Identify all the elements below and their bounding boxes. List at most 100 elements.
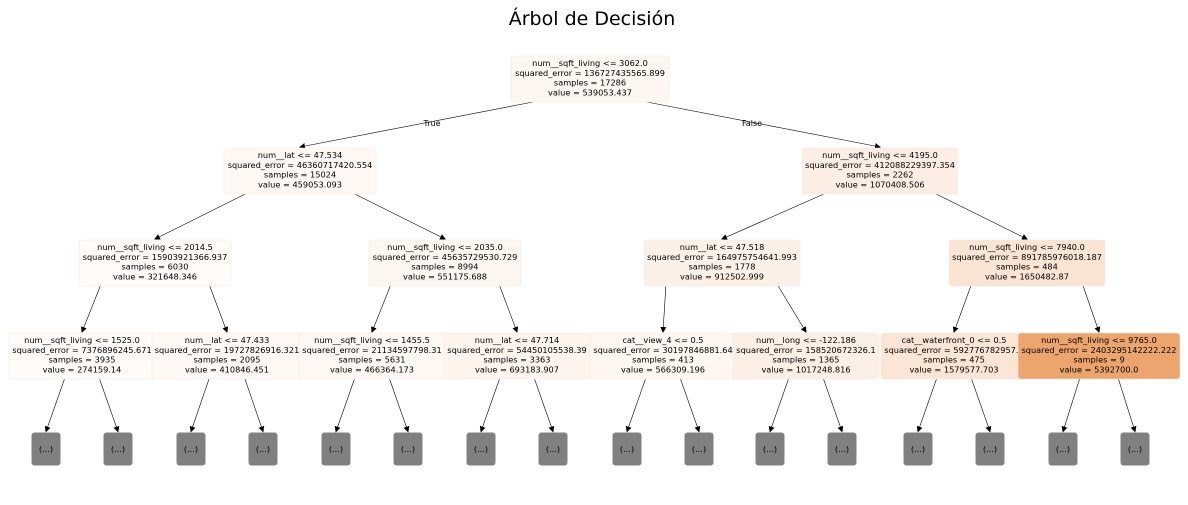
edge-n8-truncated (244, 378, 265, 433)
edge-n13-truncated (916, 378, 937, 433)
truncated-subtree-box (538, 432, 568, 466)
node-value: value = 566309.196 (621, 364, 705, 374)
sample-count: samples = 2095 (194, 355, 261, 365)
truncated-subtree: (...) (538, 432, 568, 466)
sample-count: samples = 1365 (773, 355, 840, 365)
squared-error: squared_error = 15903921366.937 (83, 252, 228, 262)
truncated-subtree-label: (...) (763, 444, 777, 454)
node-value: value = 539053.437 (548, 87, 632, 97)
edges-layer: True False (44, 101, 1137, 433)
squared-error: squared_error = 412088229397.354 (805, 160, 955, 170)
node-value: value = 321648.346 (113, 271, 197, 281)
edge-n7-truncated (99, 378, 120, 433)
split-condition: num__lat <= 47.433 (185, 335, 270, 345)
truncated-subtree: (...) (827, 432, 857, 466)
node-value: value = 459053.093 (258, 179, 342, 189)
truncated-subtree: (...) (176, 432, 206, 466)
truncated-subtree-box (612, 432, 642, 466)
node-value: value = 1070408.506 (835, 179, 924, 189)
truncated-subtree-label: (...) (329, 444, 343, 454)
truncated-subtree: (...) (1048, 432, 1078, 466)
truncated-subtree: (...) (684, 432, 714, 466)
sample-count: samples = 3935 (49, 355, 116, 365)
truncated-subtree-box (684, 432, 714, 466)
truncated-subtree-box (321, 432, 351, 466)
truncated-subtree-box (103, 432, 133, 466)
truncated-subtree: (...) (1120, 432, 1150, 466)
truncated-subtree-box (466, 432, 496, 466)
truncated-subtree-label: (...) (184, 444, 198, 454)
truncated-subtree-label: (...) (1056, 444, 1070, 454)
edge-label-true: True (423, 119, 441, 128)
edge-n5-n12 (777, 285, 807, 333)
edge-n1-n4 (354, 193, 446, 240)
sample-count: samples = 9 (1073, 355, 1124, 365)
squared-error: squared_error = 45635729530.729 (373, 252, 518, 262)
edge-n3-n7 (81, 285, 101, 333)
squared-error: squared_error = 54450105538.39 (447, 345, 586, 355)
squared-error: squared_error = 46360717420.554 (228, 160, 373, 170)
edge-n14-truncated (1061, 378, 1080, 433)
truncated-subtree-box (176, 432, 206, 466)
tree-node-box (801, 147, 959, 195)
truncated-subtree: (...) (103, 432, 133, 466)
node-value: value = 1650482.87 (985, 271, 1069, 281)
edge-n0-n2 (646, 101, 881, 149)
edge-n11-truncated (680, 378, 701, 433)
truncated-subtree-label: (...) (835, 444, 849, 454)
node-value: value = 274159.14 (43, 364, 122, 374)
edge-label-false: False (742, 119, 762, 128)
edge-n12-truncated (823, 378, 844, 433)
squared-error: squared_error = 2403295142222.222 (1021, 345, 1176, 355)
truncated-subtree: (...) (975, 432, 1005, 466)
split-condition: num__sqft_living <= 1455.5 (314, 335, 430, 345)
sample-count: samples = 17286 (554, 78, 626, 88)
edge-n0-n1 (299, 101, 534, 149)
squared-error: squared_error = 592776782957.6 (884, 345, 1023, 355)
split-condition: num__lat <= 47.518 (680, 242, 765, 252)
truncated-subtree: (...) (612, 432, 642, 466)
squared-error: squared_error = 158520672326.1 (736, 345, 875, 355)
truncated-subtree: (...) (393, 432, 423, 466)
tree-node-box (368, 239, 522, 287)
sample-count: samples = 475 (923, 355, 985, 365)
edge-n4-n9 (371, 285, 391, 333)
truncated-subtree: (...) (321, 432, 351, 466)
sample-count: samples = 1778 (689, 262, 756, 272)
edge-n7-truncated (44, 378, 65, 433)
edge-n6-n13 (952, 285, 972, 333)
node-value: value = 551175.688 (403, 271, 487, 281)
truncated-subtree: (...) (466, 432, 496, 466)
edge-n14-truncated (1118, 378, 1137, 433)
sample-count: samples = 2262 (847, 170, 914, 180)
tree-node-n4: num__sqft_living <= 2035.0squared_error … (368, 239, 522, 287)
split-condition: num__sqft_living <= 7940.0 (969, 242, 1085, 252)
split-condition: num__sqft_living <= 1525.0 (24, 335, 140, 345)
tree-node-box (1017, 332, 1181, 380)
squared-error: squared_error = 21134597798.31 (302, 345, 441, 355)
split-condition: num__sqft_living <= 9765.0 (1041, 335, 1157, 345)
truncated-subtree-label: (...) (256, 444, 270, 454)
tree-node-box (643, 239, 801, 287)
truncated-leaves-layer: (...) (...) (...) (...) (...) (...) (...) (...)… (31, 432, 1150, 466)
truncated-subtree-label: (...) (1128, 444, 1142, 454)
truncated-subtree-box (1120, 432, 1150, 466)
node-value: value = 693183.907 (475, 364, 559, 374)
tree-node-n14: num__sqft_living <= 9765.0squared_error … (1017, 332, 1181, 380)
edge-n6-n14 (1082, 285, 1101, 333)
truncated-subtree-label: (...) (983, 444, 997, 454)
edge-n9-truncated (334, 378, 355, 433)
edge-n1-n3 (154, 193, 246, 240)
tree-node-n0: num__sqft_living <= 3062.0squared_error … (510, 55, 670, 103)
edge-n4-n10 (499, 285, 519, 333)
split-condition: num__sqft_living <= 4195.0 (822, 150, 938, 160)
edge-n10-truncated (479, 378, 500, 433)
split-condition: num__lat <= 47.534 (258, 150, 343, 160)
